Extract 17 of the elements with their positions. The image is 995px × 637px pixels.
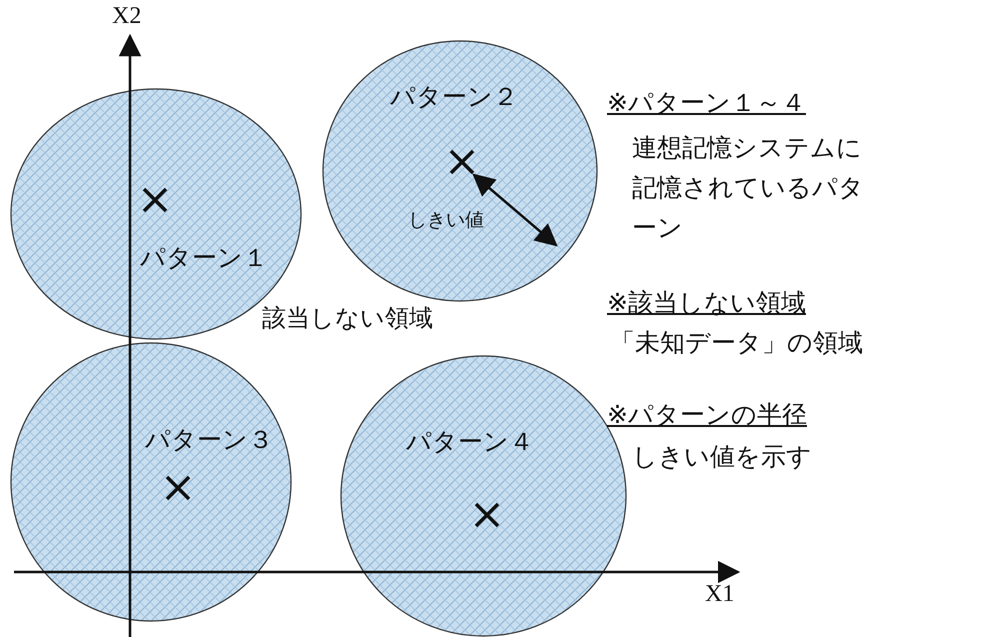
axis-label: X2 [112, 2, 142, 31]
pattern-label: パターン１ [140, 243, 268, 273]
pattern-circle [322, 40, 598, 302]
pattern-circle [10, 342, 292, 622]
note-text: しきい値を示す [632, 442, 812, 472]
note-heading: ※パターン１～４ [607, 88, 806, 118]
note-text: 「未知データ」の領域 [610, 328, 863, 358]
pattern-circle [340, 355, 627, 637]
pattern-label: パターン３ [145, 425, 273, 455]
pattern-label: パターン２ [390, 82, 518, 112]
axis-label: X1 [705, 580, 734, 609]
note-text: 連想記憶システムに記憶されているパターン [632, 132, 865, 244]
region-label: 該当しない領域 [262, 304, 433, 333]
pattern-label: パターン４ [406, 427, 534, 457]
threshold-label: しきい値 [408, 209, 484, 232]
note-heading: ※該当しない領域 [607, 288, 806, 318]
note-heading: ※パターンの半径 [607, 400, 807, 430]
